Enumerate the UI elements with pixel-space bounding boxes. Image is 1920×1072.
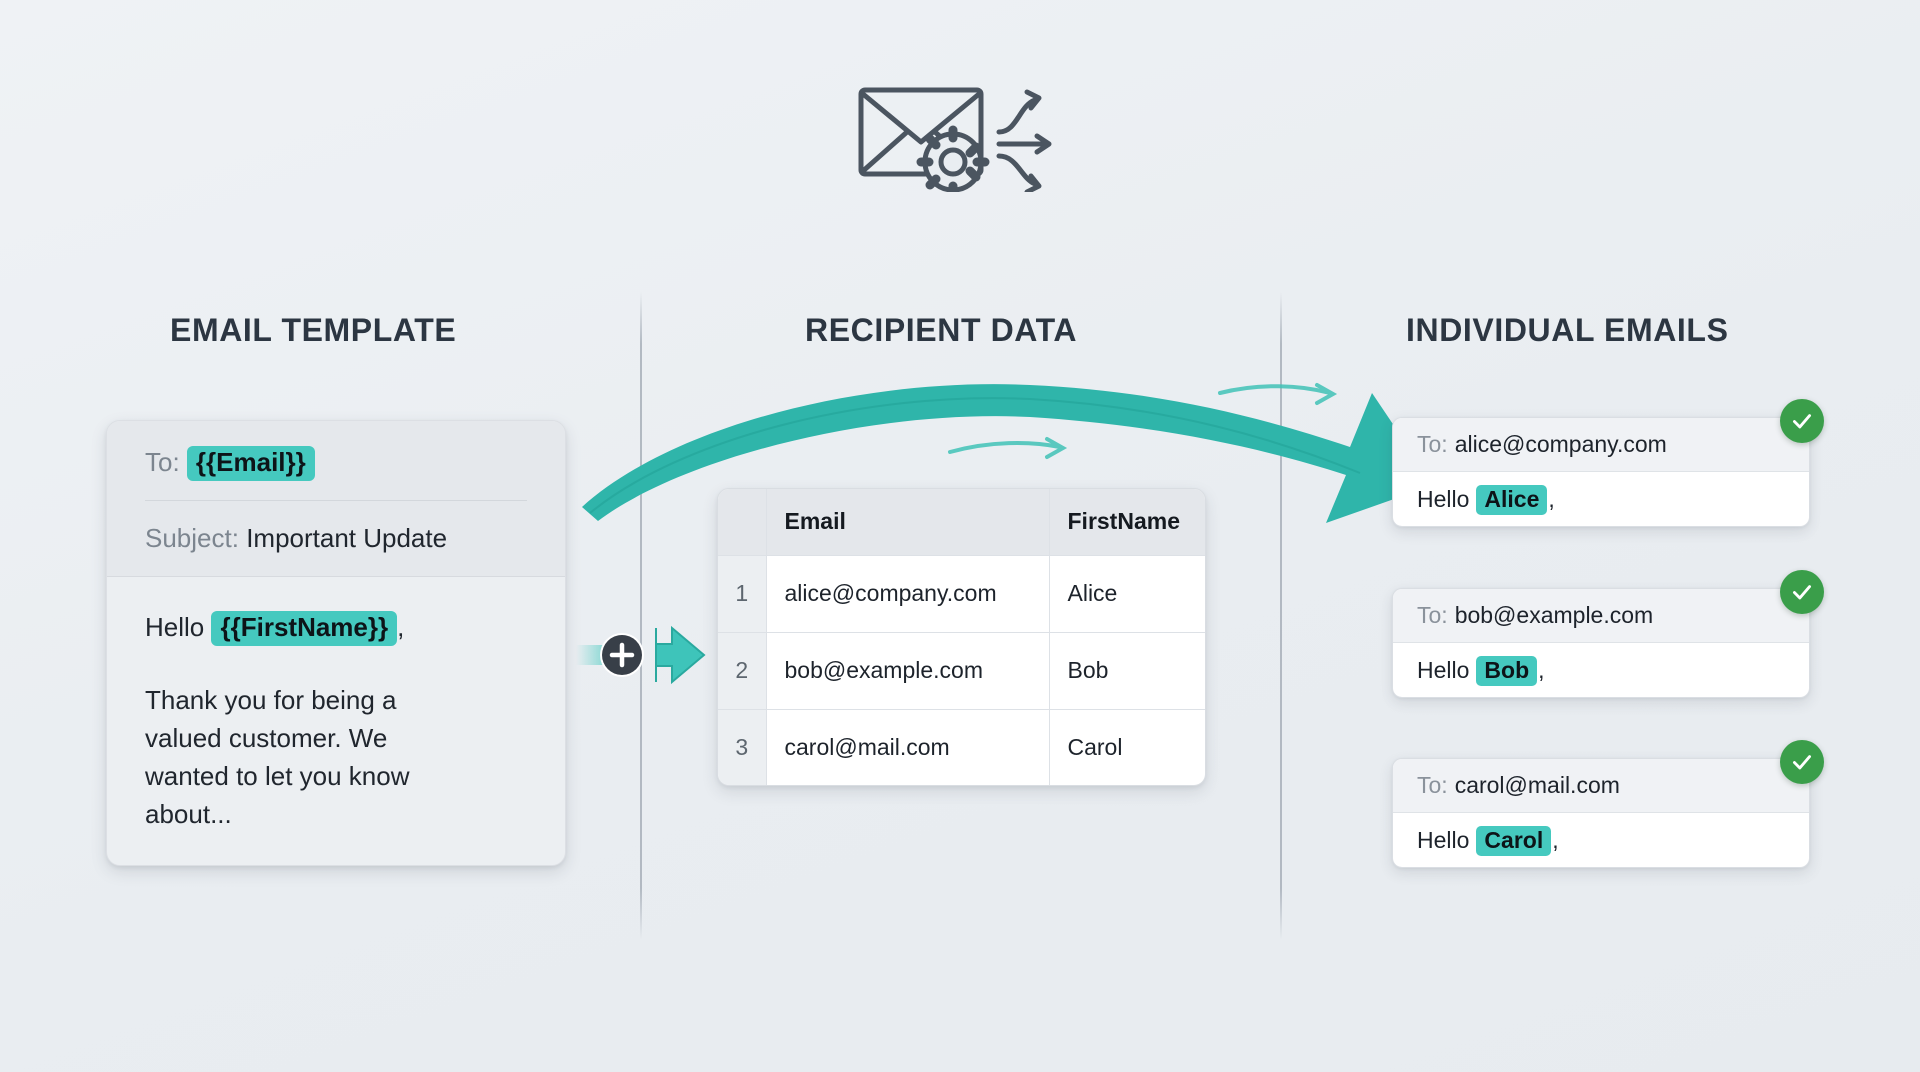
email-name-token: Bob [1476, 655, 1538, 686]
column-title-email-template: EMAIL TEMPLATE [170, 312, 457, 348]
check-circle-icon [1780, 399, 1824, 443]
email-name-token: Alice [1476, 484, 1548, 515]
table-row[interactable]: 2 bob@example.com Bob [718, 632, 1205, 710]
email-greeting-prefix: Hello [1417, 657, 1470, 683]
cell-firstname: Bob [1049, 632, 1205, 710]
plus-icon [609, 642, 635, 668]
template-subject-row: Subject: Important Update [145, 499, 527, 556]
merge-connector [576, 610, 726, 700]
column-divider-right [1280, 292, 1282, 940]
email-to-label: To: [1417, 431, 1448, 457]
cell-firstname: Alice [1049, 555, 1205, 633]
cell-email: alice@company.com [766, 555, 1050, 633]
envelope-gear-distribute-icon [855, 72, 1065, 199]
email-card-body: Hello Alice, [1393, 472, 1809, 526]
column-title-recipient-data: RECIPIENT DATA [805, 312, 1078, 348]
template-body-paragraph: Thank you for being a valued customer. W… [145, 684, 410, 829]
email-to-value: bob@example.com [1454, 602, 1654, 628]
table-header-rownum [718, 489, 767, 556]
column-divider-left [640, 292, 642, 940]
email-to-value: alice@company.com [1454, 431, 1667, 457]
email-greeting-suffix: , [1548, 486, 1555, 512]
template-greeting-suffix: , [397, 611, 405, 642]
template-to-label: To: [145, 447, 180, 477]
template-body: Hello {{FirstName}}, Thank you for being… [107, 577, 565, 834]
email-to-label: To: [1417, 772, 1448, 798]
cell-firstname: Carol [1067, 734, 1123, 761]
table-row[interactable]: 1 alice@company.com Alice [718, 555, 1205, 633]
table-header-row: Email FirstName [718, 489, 1205, 556]
email-to-value: carol@mail.com [1454, 772, 1620, 798]
column-title-individual-emails: INDIVIDUAL EMAILS [1406, 312, 1729, 348]
table-header-firstname: FirstName [1049, 489, 1205, 556]
email-greeting-suffix: , [1538, 657, 1545, 683]
row-number: 1 [718, 555, 767, 633]
email-greeting-suffix: , [1552, 827, 1559, 853]
individual-email-card[interactable]: To: bob@example.com Hello Bob, [1392, 588, 1810, 698]
template-greeting-prefix: Hello [145, 611, 205, 642]
template-subject-value: Important Update [246, 522, 448, 553]
email-template-card[interactable]: To: {{Email}} Subject: Important Update … [106, 420, 566, 866]
table-row[interactable]: 3 carol@mail.com Carol [718, 709, 1205, 785]
cell-email: carol@mail.com [766, 709, 1050, 785]
cell-email: bob@example.com [766, 632, 1050, 710]
individual-email-card[interactable]: To: alice@company.com Hello Alice, [1392, 417, 1810, 527]
template-greeting-line: Hello {{FirstName}}, [145, 610, 527, 646]
email-card-header: To: carol@mail.com [1393, 759, 1809, 813]
template-header: To: {{Email}} Subject: Important Update [107, 421, 565, 577]
email-to-label: To: [1417, 602, 1448, 628]
recipient-data-table[interactable]: Email FirstName 1 alice@company.com Alic… [717, 488, 1206, 786]
table-header-email: Email [766, 489, 1050, 556]
email-card-body: Hello Bob, [1393, 643, 1809, 697]
email-name-token: Carol [1476, 825, 1552, 856]
template-to-row: To: {{Email}} [145, 445, 527, 481]
individual-email-card[interactable]: To: carol@mail.com Hello Carol, [1392, 758, 1810, 868]
row-number: 2 [718, 632, 767, 710]
merge-token-firstname: {{FirstName}} [211, 610, 398, 646]
email-card-body: Hello Carol, [1393, 813, 1809, 867]
row-number: 3 [718, 709, 767, 785]
template-subject-label: Subject: [145, 522, 239, 553]
email-greeting-prefix: Hello [1417, 486, 1470, 512]
check-circle-icon [1780, 740, 1824, 784]
arrow-right-icon [655, 625, 706, 685]
email-card-header: To: alice@company.com [1393, 418, 1809, 472]
check-circle-icon [1780, 570, 1824, 614]
merge-token-email: {{Email}} [186, 446, 315, 481]
email-card-header: To: bob@example.com [1393, 589, 1809, 643]
email-greeting-prefix: Hello [1417, 827, 1470, 853]
